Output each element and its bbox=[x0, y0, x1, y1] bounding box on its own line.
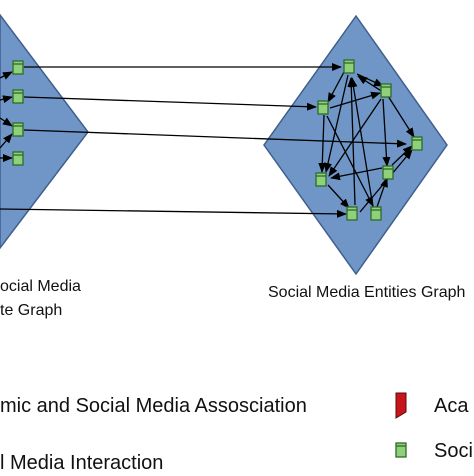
interaction-edge bbox=[0, 95, 13, 104]
right-graph-nodes bbox=[315, 59, 423, 221]
social-media-node bbox=[411, 136, 423, 151]
right-graph-diamond bbox=[263, 14, 448, 276]
interaction-edge bbox=[387, 95, 415, 138]
right-graph-label: Social Media Entities Graph bbox=[268, 284, 466, 301]
social-media-node bbox=[317, 100, 329, 115]
interaction-edge bbox=[0, 133, 13, 149]
association-edge bbox=[23, 129, 407, 148]
legend-association-label: mic and Social Media Assosciation bbox=[0, 395, 307, 417]
legend-social-node-label: Soci bbox=[434, 440, 473, 462]
social-media-node bbox=[343, 59, 355, 74]
social-media-node bbox=[380, 83, 392, 98]
interaction-edge bbox=[0, 71, 13, 80]
social-media-node bbox=[12, 89, 24, 104]
association-edge bbox=[23, 96, 317, 111]
interaction-edge bbox=[327, 184, 350, 209]
association-edge bbox=[0, 208, 347, 218]
interaction-edge bbox=[324, 74, 349, 173]
social-media-node bbox=[346, 206, 358, 221]
legend-academic-node-label: Aca bbox=[434, 395, 469, 417]
interaction-edge bbox=[318, 114, 327, 173]
social-media-node bbox=[12, 122, 24, 137]
social-media-node bbox=[382, 165, 394, 180]
left-graph-nodes bbox=[12, 60, 24, 166]
social-media-node bbox=[315, 172, 327, 187]
left-graph-label-line1: ocial Media bbox=[0, 278, 81, 295]
interaction-edge bbox=[327, 71, 345, 103]
interaction-edge bbox=[376, 177, 388, 208]
left-graph-edges bbox=[0, 71, 13, 162]
association-edges bbox=[0, 63, 407, 218]
social-media-node bbox=[370, 206, 382, 221]
interaction-edge bbox=[359, 149, 413, 213]
interaction-edge bbox=[382, 98, 391, 167]
interaction-edge bbox=[328, 98, 382, 177]
interaction-edge bbox=[347, 77, 356, 206]
social-node-legend-icon bbox=[395, 442, 407, 458]
academic-node-legend-icon bbox=[395, 392, 407, 419]
social-media-node bbox=[12, 151, 24, 166]
left-graph-label-line2: te Graph bbox=[0, 302, 63, 319]
interaction-edge bbox=[349, 77, 374, 208]
legend-interaction-label: l Media Interaction bbox=[0, 452, 164, 474]
interaction-edge bbox=[0, 117, 13, 127]
interaction-edge bbox=[391, 145, 413, 166]
interaction-edge bbox=[329, 91, 381, 109]
interaction-edge bbox=[330, 167, 383, 181]
interaction-edge bbox=[326, 115, 374, 207]
social-media-node bbox=[12, 60, 24, 75]
